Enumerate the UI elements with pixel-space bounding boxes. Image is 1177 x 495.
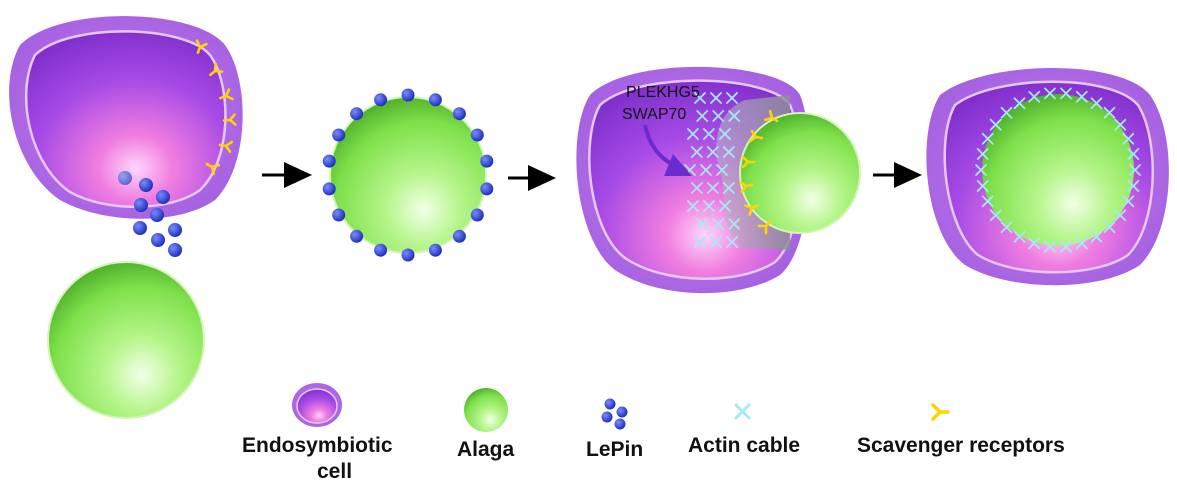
signal-arrowhead xyxy=(664,154,692,176)
lepin-particle xyxy=(470,128,484,142)
legend-lepin-icon xyxy=(601,398,628,430)
legend-lepin-label: LePin xyxy=(586,438,644,461)
lepin-particle xyxy=(470,208,484,222)
lepin-particle xyxy=(350,229,364,243)
legend-actin-label: Actin cable xyxy=(688,434,801,457)
alga-1 xyxy=(47,261,205,419)
lepin-particle xyxy=(452,229,466,243)
lepin-particle xyxy=(452,107,466,121)
lepin-particle xyxy=(401,88,415,102)
lepin-particle xyxy=(332,128,346,142)
lepin-particle xyxy=(480,154,494,168)
legend-alga-icon xyxy=(464,388,508,432)
arrow-1 xyxy=(262,162,312,188)
alga-3 xyxy=(739,112,861,234)
legend-cell-icon xyxy=(292,383,342,427)
lepin-particle xyxy=(322,154,336,168)
alga-2 xyxy=(329,96,487,254)
legend-cell-line2: cell xyxy=(317,460,353,483)
lepin-coating xyxy=(322,88,494,262)
step-engulfment: PLEKHG5 SWAP70 xyxy=(576,66,861,294)
lepin-particle xyxy=(480,182,494,196)
legend-cell-label: Endosymbiotic cell xyxy=(242,433,422,485)
legend-icons xyxy=(292,383,950,432)
arrow-3 xyxy=(873,162,922,188)
legend-receptor-label: Scavenger receptors xyxy=(857,434,1065,457)
plekhg5-label: PLEKHG5 xyxy=(626,84,700,101)
alga-4 xyxy=(982,94,1134,246)
lepin-particle xyxy=(428,243,442,257)
lepin-particle xyxy=(401,248,415,262)
step-enclosure xyxy=(926,67,1169,286)
lepin-particle xyxy=(428,93,442,107)
lepin-particle xyxy=(374,243,388,257)
step-coating xyxy=(322,88,494,262)
legend-receptor-icon xyxy=(931,403,950,421)
lepin-particle xyxy=(322,182,336,196)
legend-alga-label: Alaga xyxy=(457,438,515,461)
endosymbiotic-cell-1 xyxy=(9,16,243,219)
legend-actin-icon xyxy=(734,403,751,420)
lepin-cluster-1 xyxy=(118,171,182,257)
lepin-particle xyxy=(332,208,346,222)
lepin-particle xyxy=(350,107,364,121)
step-recognition xyxy=(9,16,243,419)
swap70-label: SWAP70 xyxy=(622,106,686,123)
arrow-2 xyxy=(508,165,556,191)
legend-cell-line1: Endosymbiotic xyxy=(242,434,393,457)
lepin-particle xyxy=(374,93,388,107)
